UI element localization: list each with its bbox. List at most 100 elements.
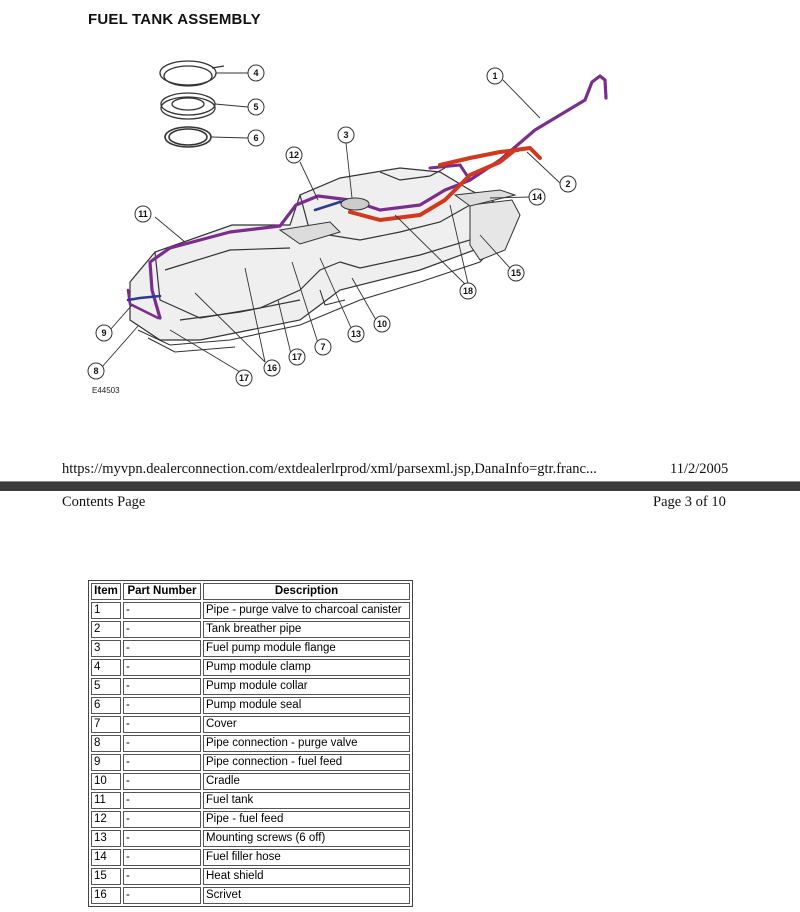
table-row: 1-Pipe - purge valve to charcoal caniste… xyxy=(91,602,410,619)
cell-item: 1 xyxy=(91,602,121,619)
callout-12: 12 xyxy=(285,146,303,164)
cell-item: 7 xyxy=(91,716,121,733)
cell-description: Cover xyxy=(203,716,410,733)
footer-url: https://myvpn.dealerconnection.com/extde… xyxy=(62,461,597,477)
svg-text:1: 1 xyxy=(492,71,497,81)
cell-part-number: - xyxy=(123,735,201,752)
callout-2: 2 xyxy=(559,175,577,193)
table-row: 7-Cover xyxy=(91,716,410,733)
callout-5: 5 xyxy=(247,98,265,116)
callout-14: 14 xyxy=(528,188,546,206)
table-row: 14-Fuel filler hose xyxy=(91,849,410,866)
svg-text:14: 14 xyxy=(532,192,542,202)
table-row: 11-Fuel tank xyxy=(91,792,410,809)
cell-part-number: - xyxy=(123,754,201,771)
cell-part-number: - xyxy=(123,621,201,638)
leader-lines xyxy=(101,79,561,373)
svg-text:16: 16 xyxy=(267,363,277,373)
header-item: Item xyxy=(91,583,121,600)
callout-11: 11 xyxy=(134,205,152,223)
page-number: Page 3 of 10 xyxy=(653,494,726,510)
figure-code: E44503 xyxy=(92,386,120,395)
cell-item: 9 xyxy=(91,754,121,771)
svg-text:4: 4 xyxy=(253,68,258,78)
cell-description: Fuel filler hose xyxy=(203,849,410,866)
cell-part-number: - xyxy=(123,678,201,695)
table-row: 8-Pipe connection - purge valve xyxy=(91,735,410,752)
header-part-number: Part Number xyxy=(123,583,201,600)
fuel-tank-diagram: 1 2 3 4 5 6 7 8 9 10 11 12 13 14 15 16 1… xyxy=(87,60,608,387)
table-row: 5-Pump module collar xyxy=(91,678,410,695)
footer-date: 11/2/2005 xyxy=(670,461,729,477)
callout-15: 15 xyxy=(507,264,525,282)
svg-text:6: 6 xyxy=(253,133,258,143)
table-row: 9-Pipe connection - fuel feed xyxy=(91,754,410,771)
cell-description: Pump module seal xyxy=(203,697,410,714)
cell-item: 6 xyxy=(91,697,121,714)
svg-text:2: 2 xyxy=(565,179,570,189)
pump-module-flange xyxy=(340,197,370,211)
callout-17b: 17 xyxy=(235,369,253,387)
cell-description: Heat shield xyxy=(203,868,410,885)
cell-part-number: - xyxy=(123,811,201,828)
svg-text:18: 18 xyxy=(463,286,473,296)
cell-item: 15 xyxy=(91,868,121,885)
table-row: 4-Pump module clamp xyxy=(91,659,410,676)
cell-description: Pipe connection - purge valve xyxy=(203,735,410,752)
cell-part-number: - xyxy=(123,640,201,657)
cell-part-number: - xyxy=(123,716,201,733)
fuel-filler-hose xyxy=(453,189,517,207)
svg-text:17: 17 xyxy=(239,373,249,383)
svg-text:15: 15 xyxy=(511,268,521,278)
cell-part-number: - xyxy=(123,868,201,885)
svg-text:17: 17 xyxy=(292,352,302,362)
cover xyxy=(278,221,341,245)
cell-item: 2 xyxy=(91,621,121,638)
cell-item: 11 xyxy=(91,792,121,809)
fuel-feed-pipe xyxy=(126,294,162,302)
cell-part-number: - xyxy=(123,602,201,619)
cell-part-number: - xyxy=(123,659,201,676)
svg-text:11: 11 xyxy=(138,209,148,219)
callout-16a: 16 xyxy=(263,359,281,377)
cell-item: 8 xyxy=(91,735,121,752)
svg-text:10: 10 xyxy=(377,319,387,329)
pump-module-collar-ring xyxy=(160,92,216,120)
cell-description: Mounting screws (6 off) xyxy=(203,830,410,847)
cell-description: Pipe - fuel feed xyxy=(203,811,410,828)
cell-item: 13 xyxy=(91,830,121,847)
cell-description: Scrivet xyxy=(203,887,410,904)
table-row: 3-Fuel pump module flange xyxy=(91,640,410,657)
table-row: 16-Scrivet xyxy=(91,887,410,904)
cell-part-number: - xyxy=(123,830,201,847)
svg-text:12: 12 xyxy=(289,150,299,160)
table-row: 12-Pipe - fuel feed xyxy=(91,811,410,828)
callout-10: 10 xyxy=(373,315,391,333)
callout-18: 18 xyxy=(459,282,477,300)
cell-item: 16 xyxy=(91,887,121,904)
cell-description: Fuel pump module flange xyxy=(203,640,410,657)
callout-8: 8 xyxy=(87,362,105,380)
cell-part-number: - xyxy=(123,887,201,904)
callout-7: 7 xyxy=(314,338,332,356)
page-separator xyxy=(0,482,800,491)
cell-description: Pump module clamp xyxy=(203,659,410,676)
table-row: 6-Pump module seal xyxy=(91,697,410,714)
cell-item: 10 xyxy=(91,773,121,790)
cell-part-number: - xyxy=(123,849,201,866)
cell-part-number: - xyxy=(123,773,201,790)
cell-part-number: - xyxy=(123,697,201,714)
svg-text:3: 3 xyxy=(343,130,348,140)
cell-item: 5 xyxy=(91,678,121,695)
header-description: Description xyxy=(203,583,410,600)
callout-17a: 17 xyxy=(288,348,306,366)
cell-description: Fuel tank xyxy=(203,792,410,809)
cell-item: 14 xyxy=(91,849,121,866)
cell-item: 12 xyxy=(91,811,121,828)
callout-4: 4 xyxy=(247,64,265,82)
cell-description: Pipe connection - fuel feed xyxy=(203,754,410,771)
callout-6: 6 xyxy=(247,129,265,147)
cell-description: Tank breather pipe xyxy=(203,621,410,638)
cell-description: Cradle xyxy=(203,773,410,790)
cell-description: Pump module collar xyxy=(203,678,410,695)
